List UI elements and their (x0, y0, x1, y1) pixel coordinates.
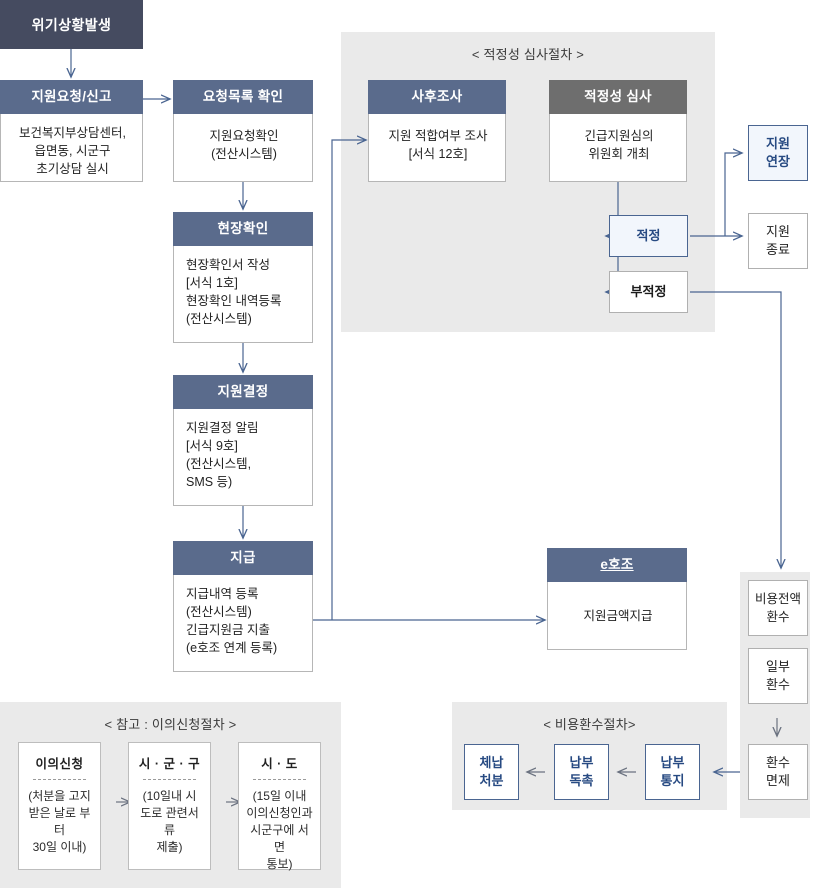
objection-step-2: 시 · 도 (15일 이내 이의신청인과 시군구에 서면 통보) (238, 742, 321, 871)
node-ehojo-title: e호조 (547, 548, 687, 582)
node-payment: 지급 지급내역 등록 (전산시스템) 긴급지원금 지출 (e호조 연계 등록) (173, 541, 313, 672)
node-inadequate: 부적정 (609, 271, 688, 313)
node-site-check-body: 현장확인서 작성 [서식 1호] 현장확인 내역등록 (전산시스템) (173, 246, 313, 343)
node-request-body: 보건복지부상담센터, 읍면동, 시군구 초기상담 실시 (0, 114, 143, 182)
node-adequacy-review-body: 긴급지원심의 위원회 개최 (549, 114, 687, 182)
cost-recovery-step-1: 납부 독촉 (554, 744, 609, 800)
node-recover-exempt: 환수 면제 (748, 744, 808, 800)
objection-step-1-body: (10일내 시 도로 관련서류 제출) (140, 789, 199, 854)
objection-step-0-divider (33, 779, 86, 780)
node-recover-part: 일부 환수 (748, 648, 808, 704)
objection-step-0-title: 이의신청 (35, 757, 84, 771)
objection-step-0: 이의신청 (처분을 고지 받은 날로 부터 30일 이내) (18, 742, 101, 870)
node-ehojo-body: 지원금액지급 (547, 582, 687, 650)
node-decision: 지원결정 지원결정 알림 [서식 9호] (전산시스템, SMS 등) (173, 375, 313, 506)
objection-step-2-title: 시 · 도 (261, 757, 298, 771)
objection-step-1-title: 시 · 군 · 구 (138, 757, 201, 771)
node-checklist: 요청목록 확인 지원요청확인 (전산시스템) (173, 80, 313, 182)
node-adequacy-review-title: 적정성 심사 (549, 80, 687, 114)
objection-step-1-divider (143, 779, 196, 780)
panel-adequacy-review-title: < 적정성 심사절차 > (471, 47, 585, 62)
node-adequate: 적정 (609, 215, 688, 257)
node-crisis: 위기상황발생 (0, 0, 143, 49)
node-request: 지원요청/신고 보건복지부상담센터, 읍면동, 시군구 초기상담 실시 (0, 80, 143, 182)
objection-step-2-divider (253, 779, 306, 780)
objection-step-0-body: (처분을 고지 받은 날로 부터 30일 이내) (28, 789, 91, 854)
panel-cost-recovery-title: < 비용환수절차> (543, 717, 636, 732)
node-request-title: 지원요청/신고 (0, 80, 143, 114)
node-checklist-title: 요청목록 확인 (173, 80, 313, 114)
node-site-check-title: 현장확인 (173, 212, 313, 246)
node-post-survey-body: 지원 적합여부 조사 [서식 12호] (368, 114, 506, 182)
panel-objection-title: < 참고 : 이의신청절차 > (104, 717, 237, 732)
node-crisis-title: 위기상황발생 (31, 16, 112, 33)
cost-recovery-step-0: 체납 처분 (464, 744, 519, 800)
node-adequacy-review: 적정성 심사 긴급지원심의 위원회 개최 (549, 80, 687, 182)
node-decision-title: 지원결정 (173, 375, 313, 409)
objection-step-1: 시 · 군 · 구 (10일내 시 도로 관련서류 제출) (128, 742, 211, 870)
node-extend: 지원 연장 (748, 125, 808, 181)
node-recover-full: 비용전액 환수 (748, 580, 808, 636)
node-terminate: 지원 종료 (748, 213, 808, 269)
node-decision-body: 지원결정 알림 [서식 9호] (전산시스템, SMS 등) (173, 409, 313, 506)
node-post-survey: 사후조사 지원 적합여부 조사 [서식 12호] (368, 80, 506, 182)
cost-recovery-step-2: 납부 통지 (645, 744, 700, 800)
node-payment-body: 지급내역 등록 (전산시스템) 긴급지원금 지출 (e호조 연계 등록) (173, 575, 313, 672)
node-ehojo: e호조 지원금액지급 (547, 548, 687, 650)
objection-step-2-body: (15일 이내 이의신청인과 시군구에 서면 통보) (246, 789, 313, 871)
node-checklist-body: 지원요청확인 (전산시스템) (173, 114, 313, 182)
node-payment-title: 지급 (173, 541, 313, 575)
node-site-check: 현장확인 현장확인서 작성 [서식 1호] 현장확인 내역등록 (전산시스템) (173, 212, 313, 343)
node-ehojo-title-text: e호조 (600, 557, 634, 572)
node-post-survey-title: 사후조사 (368, 80, 506, 114)
